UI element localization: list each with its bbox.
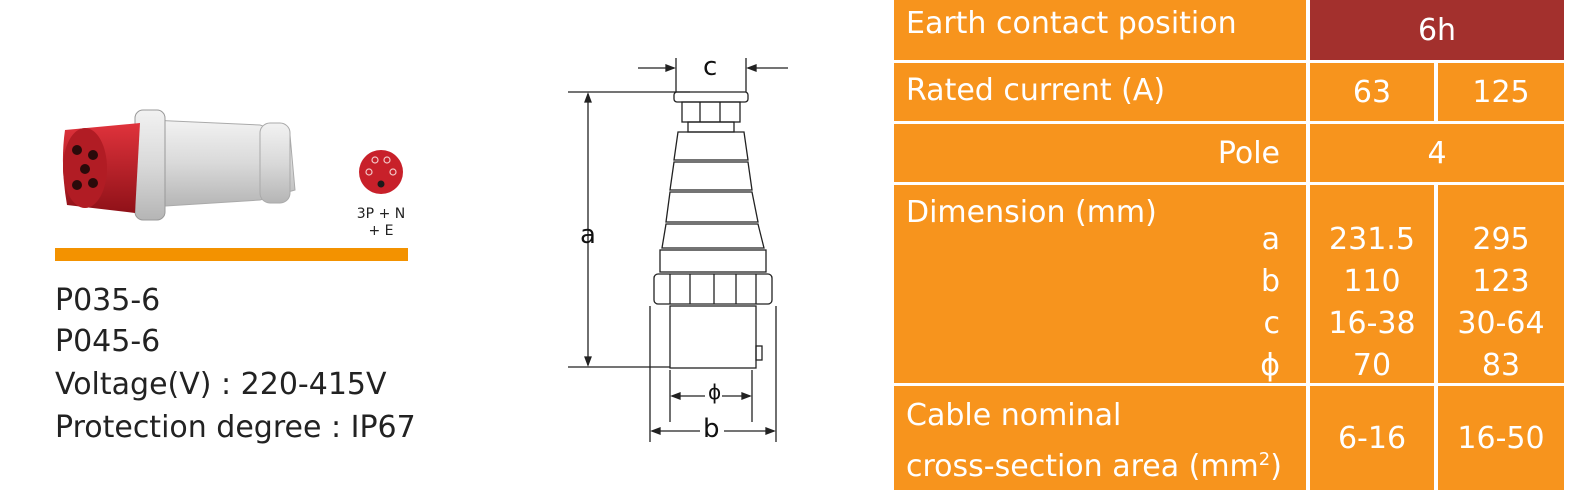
dim-125-b: 123: [1472, 264, 1530, 299]
rated-current-125: 125: [1438, 63, 1564, 121]
model-1: P035-6: [55, 283, 161, 318]
dim-label-a: a: [580, 220, 596, 250]
pole-label: Pole: [894, 124, 1306, 182]
dim-key-c: c: [1263, 306, 1281, 341]
dim-label-b: b: [703, 414, 720, 444]
dimension-col-63: 231.5 110 16-38 70: [1310, 185, 1434, 383]
earth-contact-value: 6h: [1310, 0, 1564, 60]
pin-config-line-2: + E: [368, 223, 394, 239]
rated-current-63: 63: [1310, 63, 1434, 121]
orange-divider: [55, 248, 408, 261]
dimension-drawing: [568, 58, 788, 442]
cable-label-cell: Cable nominal cross-section area (mm2): [894, 386, 1306, 490]
model-2: P045-6: [55, 324, 161, 359]
pole-value: 4: [1310, 124, 1564, 182]
dim-63-a: 231.5: [1329, 222, 1415, 257]
pin-layout-icon: [359, 150, 403, 194]
dim-key-b: b: [1260, 264, 1280, 299]
plug-illustration: [62, 109, 296, 221]
dim-63-b: 110: [1343, 264, 1401, 299]
dimension-col-125: 295 123 30-64 83: [1438, 185, 1564, 383]
dim-values-125: 295 123 30-64 83: [1438, 219, 1564, 387]
dim-label-phi: ϕ: [708, 380, 722, 404]
dim-values-63: 231.5 110 16-38 70: [1310, 219, 1434, 387]
cable-label-line-2: cross-section area (mm2): [906, 449, 1282, 484]
pin-config-label: 3P + N + E: [346, 206, 416, 240]
pin-config-line-1: 3P + N: [356, 206, 406, 222]
dim-63-phi: 70: [1352, 348, 1392, 383]
voltage-text: Voltage(V) : 220-415V: [55, 367, 387, 402]
dimension-keys: a b c ϕ: [1260, 219, 1280, 387]
dimension-label-cell: Dimension (mm) a b c ϕ: [894, 185, 1306, 383]
dim-key-a: a: [1261, 222, 1280, 257]
cable-value-63: 6-16: [1310, 386, 1434, 490]
cable-label-line-1: Cable nominal: [906, 398, 1122, 433]
rated-current-label: Rated current (A): [894, 63, 1306, 121]
dimension-label: Dimension (mm): [906, 195, 1157, 230]
dim-125-phi: 83: [1481, 348, 1521, 383]
dim-key-phi: ϕ: [1260, 348, 1280, 383]
dim-125-c: 30-64: [1457, 306, 1545, 341]
dim-label-c: c: [703, 52, 718, 82]
cable-value-125: 16-50: [1438, 386, 1564, 490]
dim-63-c: 16-38: [1328, 306, 1416, 341]
dim-125-a: 295: [1472, 222, 1530, 257]
earth-contact-label: Earth contact position: [894, 0, 1306, 60]
protection-text: Protection degree : IP67: [55, 410, 416, 445]
